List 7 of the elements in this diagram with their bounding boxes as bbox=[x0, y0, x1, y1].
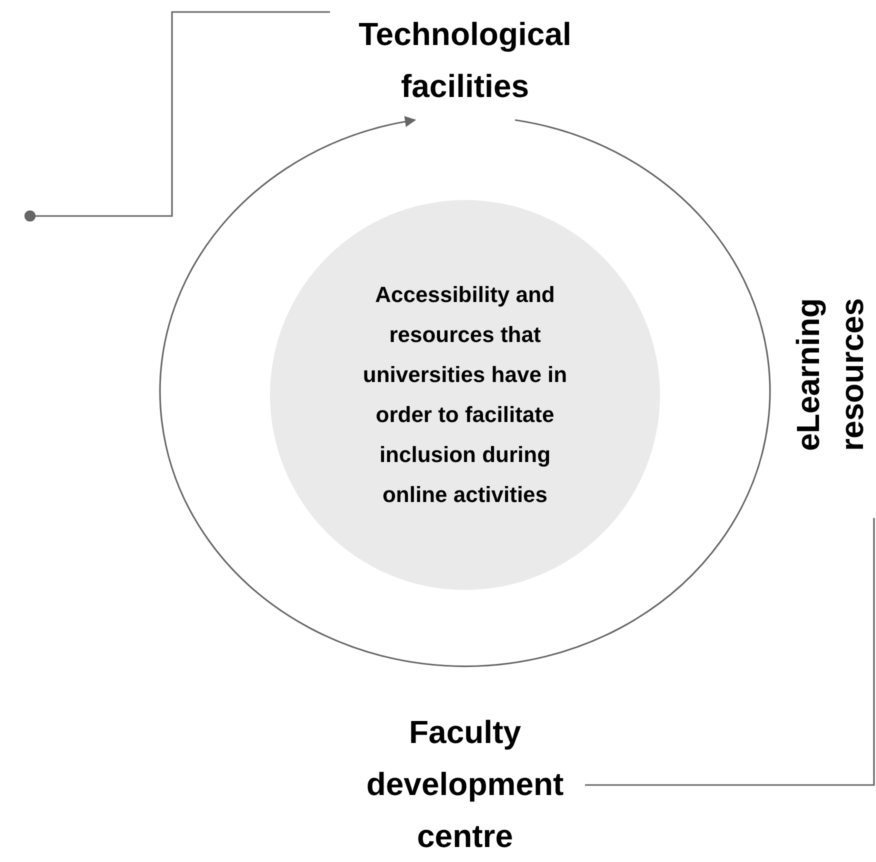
cycle-arrow bbox=[160, 116, 770, 667]
heading-label: Faculty development centre bbox=[345, 706, 585, 862]
leader-line bbox=[24, 11, 330, 222]
heading-label: eLearning resources bbox=[784, 280, 876, 470]
leader-line bbox=[585, 518, 875, 786]
center-circle: Accessibility and resources that universities have in order to facilitate inclusion during online activities bbox=[270, 200, 660, 590]
heading-label: Technological facilities bbox=[330, 8, 600, 112]
